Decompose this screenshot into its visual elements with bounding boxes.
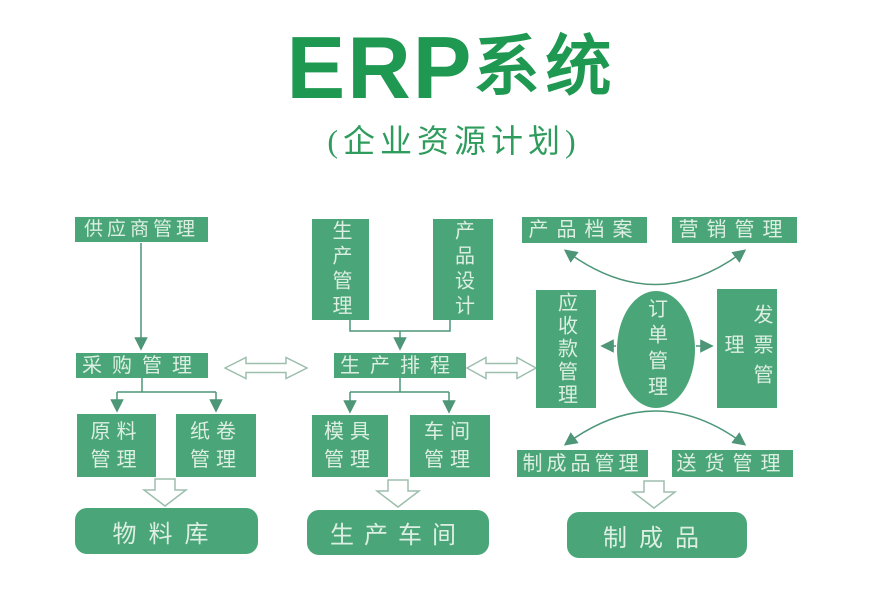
title-system-text: 系统 <box>473 31 618 104</box>
arc-order-to-finished-delivery <box>563 410 747 446</box>
node-workshop-management: 车间管理 <box>410 415 490 477</box>
node-purchase-management: 采购管理 <box>76 353 208 378</box>
title-erp-text: ERP <box>286 18 474 117</box>
connector-scheduling-split <box>350 378 449 393</box>
node-product-design: 产品设计 <box>433 219 493 320</box>
node-mold-management: 模具管理 <box>312 415 388 477</box>
node-production-workshop: 生产车间 <box>307 510 489 555</box>
node-invoice-management: 发票管理 <box>717 289 777 408</box>
node-product-archive: 产品档案 <box>522 217 647 243</box>
node-delivery-management: 送货管理 <box>672 450 793 477</box>
block-arrow-to-production-workshop <box>374 479 422 508</box>
node-material-warehouse: 物料库 <box>75 508 258 554</box>
double-arrow-purchasing-scheduling <box>223 356 309 380</box>
block-arrow-to-material-warehouse <box>141 478 189 507</box>
node-order-management: 订单管理 <box>617 291 695 408</box>
page-title: ERP系统 <box>0 24 878 112</box>
node-finished-goods: 制成品 <box>567 512 747 558</box>
block-arrow-to-finished-goods <box>630 480 678 509</box>
node-paper-roll-management: 纸卷管理 <box>176 414 256 477</box>
page-subtitle: (企业资源计划) <box>327 123 581 159</box>
node-receivables-management: 应收款管理 <box>536 290 596 408</box>
double-arrow-scheduling-receivables <box>465 356 538 380</box>
node-production-scheduling: 生产排程 <box>334 353 466 378</box>
node-finished-goods-management: 制成品管理 <box>517 450 648 477</box>
arc-order-to-archive-marketing <box>563 249 747 286</box>
node-production-management: 生产管理 <box>312 219 369 320</box>
connector-production-join <box>349 320 451 332</box>
connector-purchasing-split <box>117 378 216 393</box>
node-supplier-management: 供应商管理 <box>75 217 208 242</box>
node-raw-material-management: 原料管理 <box>77 414 156 477</box>
node-marketing-management: 营销管理 <box>672 217 797 243</box>
